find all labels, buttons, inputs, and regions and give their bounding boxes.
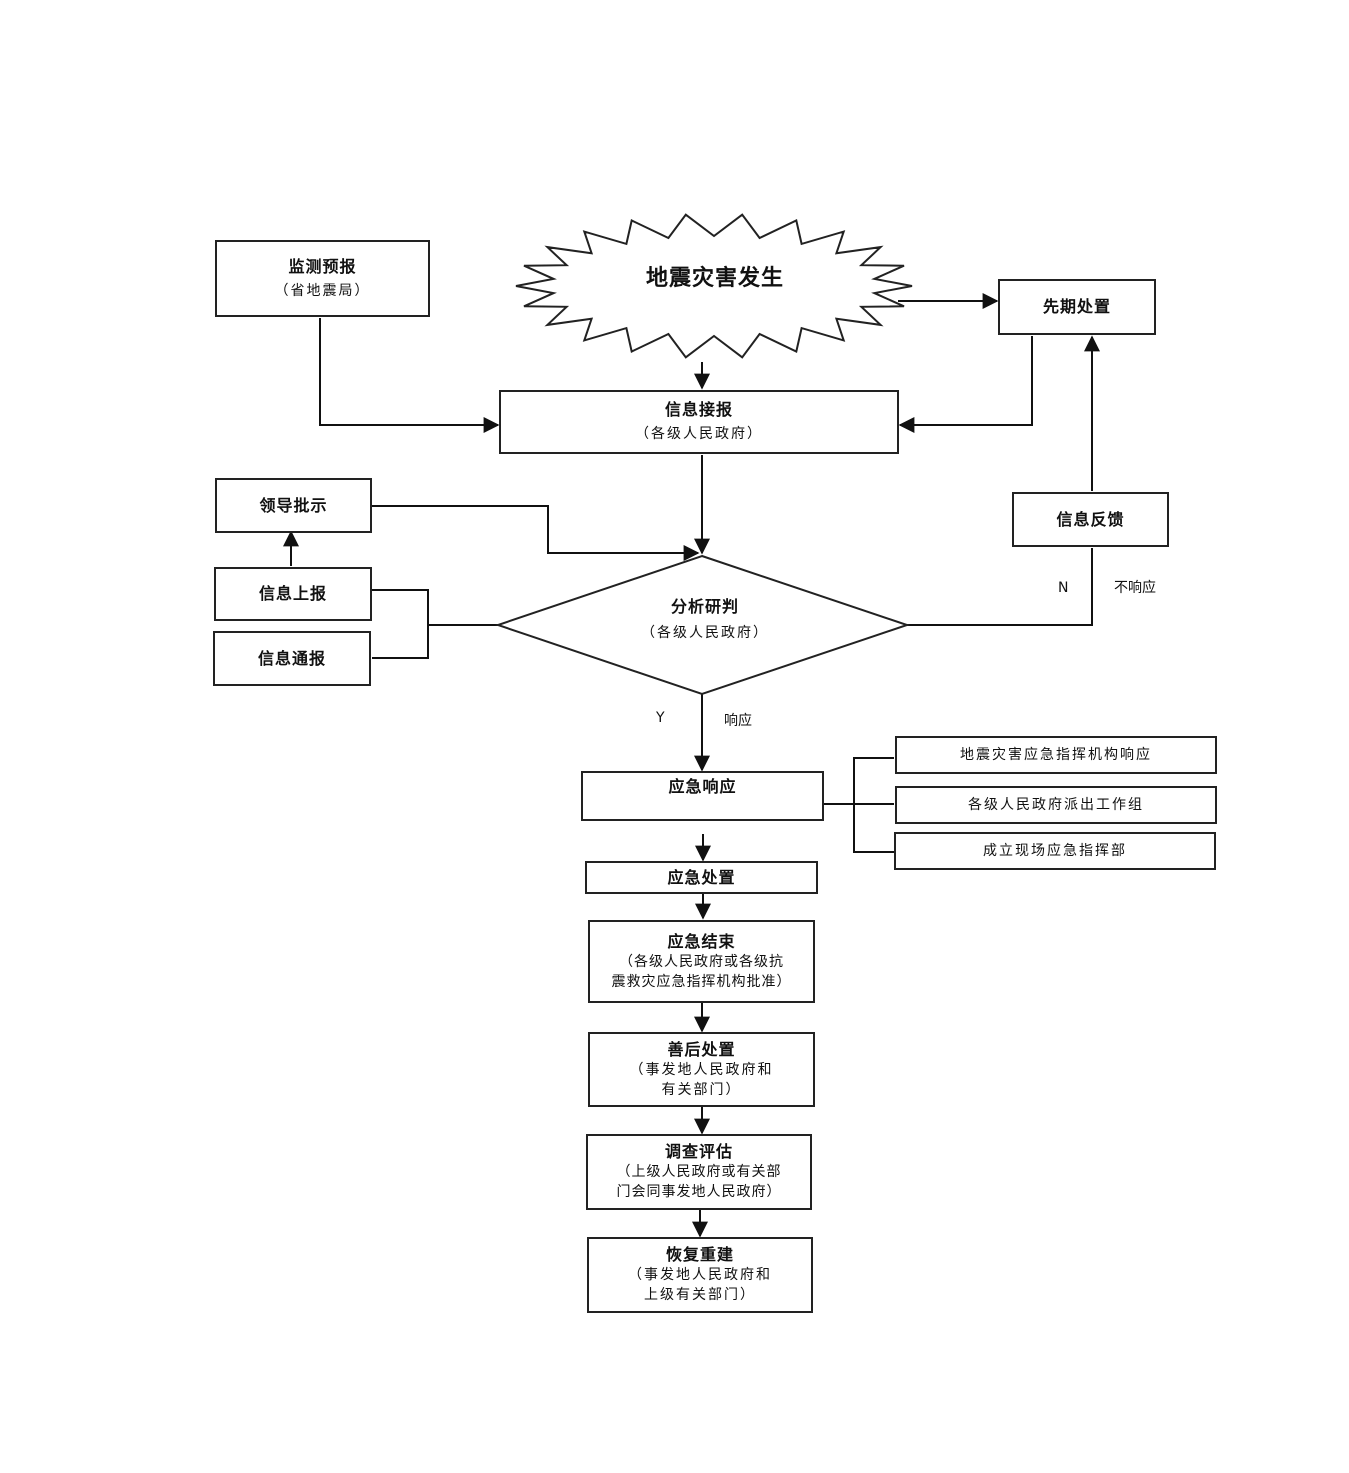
analyze-title: 分析研判 (670, 597, 739, 616)
no-branch-label: 不响应 (1114, 580, 1156, 596)
emergency-end-subtitle-1: （各级人民政府或各级抗 (619, 953, 784, 970)
investigation-subtitle-2: 门会同事发地人民政府） (616, 1184, 782, 1200)
emergency-response-box: 应急响应 (581, 771, 824, 821)
earthquake-occurs-label: 地震灾害发生 (645, 266, 784, 291)
yes-branch-label: 响应 (724, 713, 752, 729)
rebuild-subtitle-2: 上级有关部门） (644, 1287, 756, 1303)
investigation-subtitle-1: （上级人民政府或有关部 (616, 1164, 782, 1180)
connector-leader-to-analyze (372, 505, 700, 561)
aftermath-box: 善后处置 （事发地人民政府和 有关部门） (588, 1032, 815, 1107)
early-handling-box: 先期处置 (998, 279, 1156, 335)
emergency-handling-title: 应急处置 (667, 867, 736, 887)
response-action-3: 成立现场应急指挥部 (894, 832, 1216, 870)
info-notify-title: 信息通报 (257, 648, 326, 668)
response-action-3-text: 成立现场应急指挥部 (983, 843, 1127, 859)
info-receive-subtitle: （各级人民政府） (635, 426, 763, 442)
emergency-end-subtitle-2: 震救灾应急指挥机构批准） (611, 973, 792, 990)
rebuild-subtitle-1: （事发地人民政府和 (628, 1267, 772, 1283)
investigation-title: 调查评估 (664, 1142, 733, 1161)
response-action-1: 地震灾害应急指挥机构响应 (895, 736, 1217, 774)
yes-branch-letter: Y (656, 710, 665, 726)
emergency-end-box: 应急结束 （各级人民政府或各级抗 震救灾应急指挥机构批准） (588, 920, 815, 1003)
info-report-title: 信息上报 (258, 584, 327, 603)
connector-actions-bracket (853, 757, 894, 853)
info-feedback-box: 信息反馈 (1012, 492, 1169, 547)
aftermath-subtitle-1: （事发地人民政府和 (629, 1061, 774, 1078)
aftermath-subtitle-2: 有关部门） (661, 1081, 742, 1098)
analyze-diamond (494, 554, 911, 696)
response-action-1-text: 地震灾害应急指挥机构响应 (960, 747, 1152, 763)
connector-analyze-to-reports (372, 589, 429, 659)
no-branch-letter: N (1058, 580, 1069, 596)
info-notify-box: 信息通报 (213, 631, 371, 686)
connector-analyze-to-feedback (907, 548, 1093, 626)
analyze-subtitle: （各级人民政府） (641, 625, 769, 641)
monitor-subtitle: （省地震局） (274, 282, 371, 299)
leader-instruction-box: 领导批示 (215, 478, 372, 533)
info-receive-title: 信息接报 (664, 400, 733, 419)
connector-early-to-receive (898, 336, 1033, 433)
info-receive-box: 信息接报 （各级人民政府） (499, 390, 899, 454)
earthquake-starburst-shape (515, 213, 913, 359)
emergency-end-title: 应急结束 (667, 931, 736, 951)
early-handling-title: 先期处置 (1042, 297, 1111, 316)
connectors (283, 293, 1100, 1238)
rebuild-box: 恢复重建 （事发地人民政府和 上级有关部门） (587, 1237, 813, 1313)
response-action-2-text: 各级人民政府派出工作组 (968, 797, 1144, 813)
monitor-title: 监测预报 (288, 256, 357, 276)
connector-monitor-to-receive (319, 318, 500, 433)
rebuild-title: 恢复重建 (665, 1245, 734, 1264)
emergency-response-title: 应急响应 (668, 777, 737, 796)
aftermath-title: 善后处置 (667, 1039, 736, 1059)
leader-instruction-title: 领导批示 (259, 495, 328, 515)
monitor-forecast-box: 监测预报 （省地震局） (215, 240, 430, 317)
investigation-box: 调查评估 （上级人民政府或有关部 门会同事发地人民政府） (586, 1134, 812, 1210)
info-report-box: 信息上报 (214, 567, 372, 621)
response-action-2: 各级人民政府派出工作组 (895, 786, 1217, 824)
info-feedback-title: 信息反馈 (1056, 509, 1125, 529)
emergency-handling-box: 应急处置 (585, 861, 818, 894)
